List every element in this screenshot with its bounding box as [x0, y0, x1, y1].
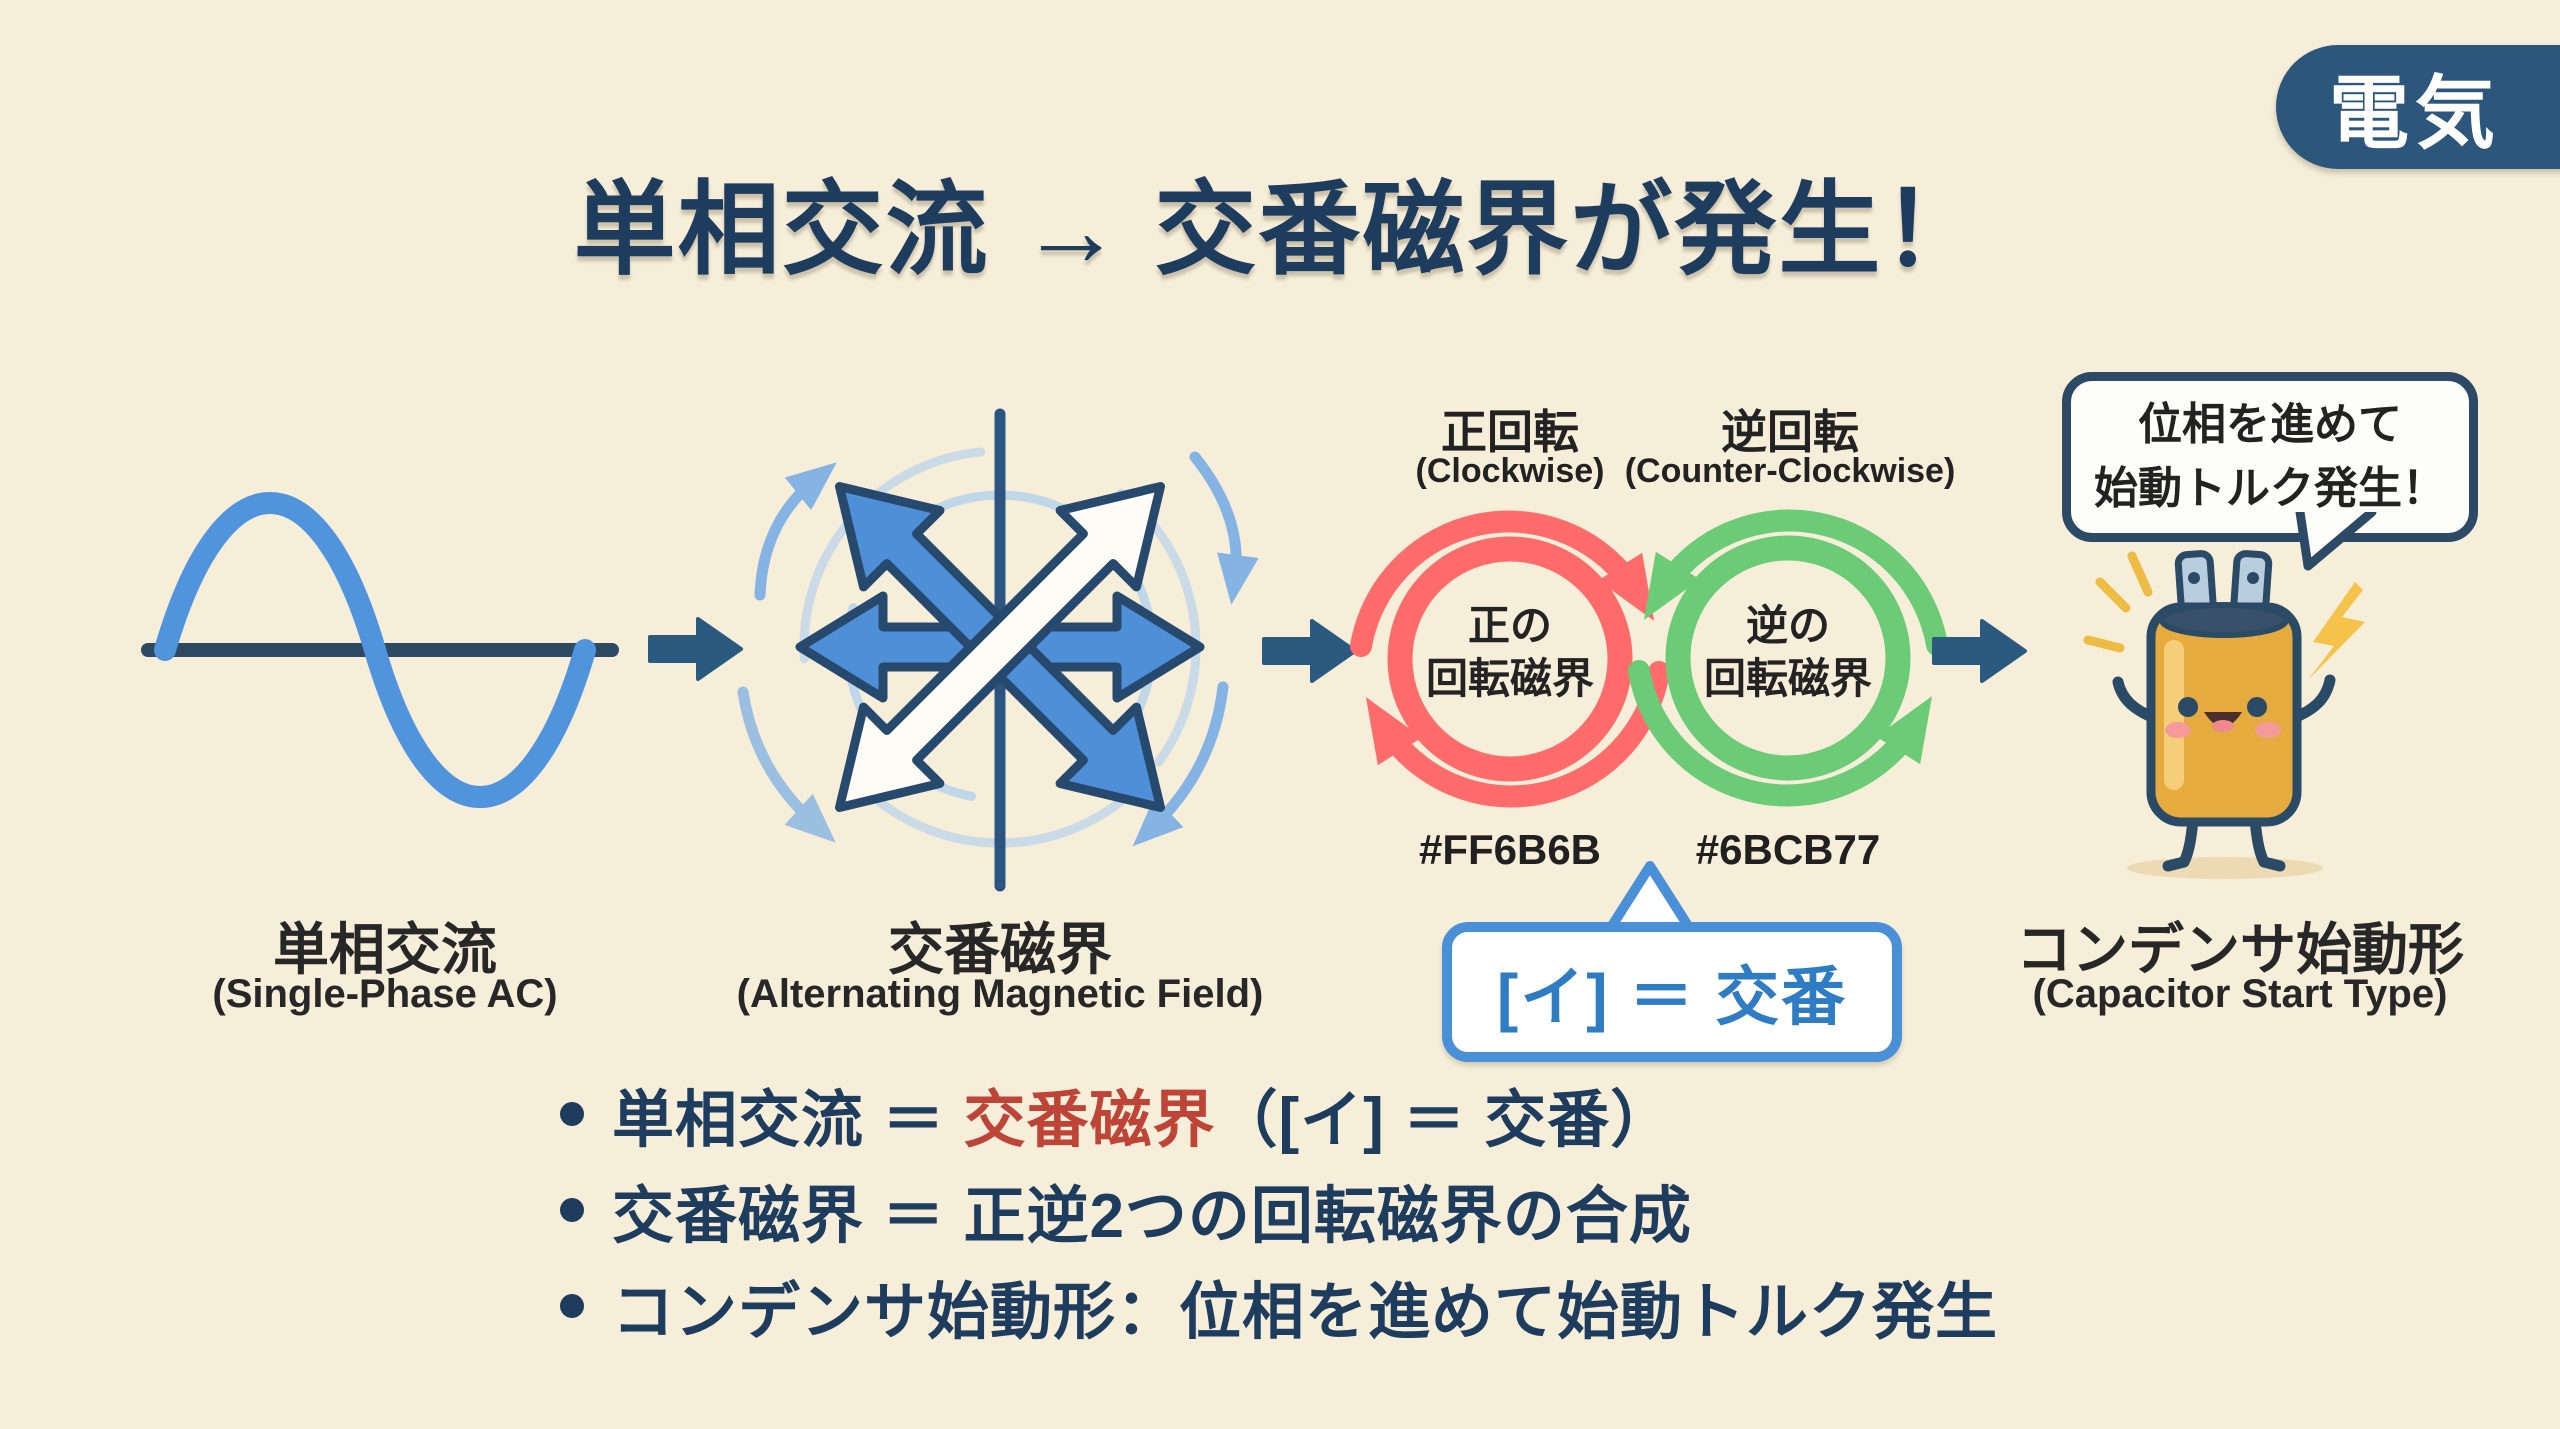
capacitor-label: コンデンサ始動形	[2016, 918, 2464, 981]
speech-bubble-tail-shape	[2295, 512, 2377, 571]
curved-arrow-bottom-left-icon	[737, 686, 836, 843]
curved-arrow-top-left-icon	[754, 462, 837, 601]
clockwise-rotation-icon	[1350, 510, 1670, 808]
sine-label: 単相交流	[273, 918, 497, 981]
diagonal-white-double-arrow	[834, 481, 1166, 813]
forward-rotation-circle	[1387, 536, 1633, 782]
speech-bubble: 位相を進めて 始動トルク発生！	[2062, 372, 2478, 542]
flow-arrow-icon	[648, 617, 743, 681]
forward-hex-label: #FF6B6B	[1418, 826, 1602, 873]
capacitor-highlight	[2164, 640, 2184, 790]
callout-box: [イ] ＝ 交番	[1442, 922, 1902, 1062]
reverse-inner-line2: 回転磁界	[1703, 654, 1872, 702]
sparkle-icon	[2083, 551, 2153, 653]
cross-label: 交番磁界	[888, 918, 1112, 981]
bullet-dot-icon	[560, 1102, 584, 1126]
bullet-text-1: 単相交流 ＝ 交番磁界（[イ] ＝ 交番）	[612, 1069, 1673, 1159]
page-title: 単相交流 → 交番磁界が発生！	[573, 173, 1987, 287]
speech-line2: 始動トルク発生！	[2094, 464, 2446, 513]
reverse-top-arrow	[1643, 509, 1948, 656]
callout-tail-shape	[1603, 861, 1697, 932]
lightning-icon	[2308, 582, 2365, 680]
counter-clockwise-rotation-icon	[1628, 509, 1948, 807]
reverse-bottom-arrow	[1628, 660, 1933, 807]
bullet-text-3: コンデンサ始動形：位相を進めて始動トルク発生	[612, 1278, 1999, 1347]
capacitor-top-disc	[2159, 602, 2289, 638]
callout-tail-icon	[1603, 861, 1697, 932]
flow-arrow-shape	[1262, 619, 1357, 683]
category-badge-label: 電気	[2329, 69, 2501, 158]
bullet-dot-icon	[560, 1294, 584, 1318]
bullet1-post: （[イ] ＝ 交番）	[1215, 1086, 1674, 1155]
forward-bottom-arrow	[1365, 661, 1670, 808]
forward-rotation-sublabel: (Clockwise)	[1415, 452, 1605, 490]
character-shadow	[2127, 857, 2323, 879]
bullet1-highlight: 交番磁界	[963, 1086, 1216, 1155]
cross-sublabel: (Alternating Magnetic Field)	[736, 972, 1264, 1016]
sine-wave-path	[154, 492, 596, 808]
speech-bubble-text: 位相を進めて 始動トルク発生！	[2094, 393, 2446, 521]
flow-arrow-icon	[1262, 619, 1357, 683]
forward-inner-line2: 回転磁界	[1425, 654, 1594, 702]
summary-list: 単相交流 ＝ 交番磁界（[イ] ＝ 交番） 交番磁界 ＝ 正逆2つの回転磁界の合…	[560, 1078, 1998, 1366]
alternating-field-icon	[737, 408, 1259, 892]
reverse-inner-line1: 逆の	[1745, 602, 1830, 649]
reverse-rotation-inner-text: 逆の 回転磁界	[1638, 600, 1938, 705]
list-item: コンデンサ始動形：位相を進めて始動トルク発生	[560, 1270, 1998, 1347]
speech-line1: 位相を進めて	[2138, 400, 2402, 450]
capacitor-sublabel: (Capacitor Start Type)	[2032, 972, 2448, 1016]
list-item: 交番磁界 ＝ 正逆2つの回転磁界の合成	[560, 1174, 1998, 1251]
curved-arrow-bottom-right-icon	[1132, 681, 1229, 847]
forward-rotation-inner-text: 正の 回転磁界	[1360, 600, 1660, 705]
bullet-dot-icon	[560, 1198, 584, 1222]
flow-arrow-shape	[1932, 619, 2027, 683]
reverse-hex-label: #6BCB77	[1695, 826, 1881, 873]
bullet1-pre: 単相交流 ＝	[612, 1086, 964, 1155]
forward-top-arrow	[1350, 510, 1655, 657]
bullet-text-2: 交番磁界 ＝ 正逆2つの回転磁界の合成	[612, 1182, 1692, 1251]
reverse-rotation-circle	[1665, 535, 1911, 781]
curved-arrow-top-right-icon	[1189, 451, 1259, 605]
category-badge: 電気	[2276, 45, 2560, 169]
callout-text: [イ] ＝ 交番	[1496, 961, 1848, 1033]
flow-arrow-icon	[1932, 619, 2027, 683]
list-item: 単相交流 ＝ 交番磁界（[イ] ＝ 交番）	[560, 1078, 1998, 1155]
reverse-rotation-sublabel: (Counter-Clockwise)	[1624, 452, 1956, 490]
reverse-rotation-label: 逆回転	[1721, 406, 1859, 458]
sine-sublabel: (Single-Phase AC)	[212, 972, 558, 1016]
capacitor-character-icon	[2083, 550, 2365, 879]
speech-bubble-tail-icon	[2295, 512, 2377, 571]
forward-inner-line1: 正の	[1467, 602, 1552, 649]
character-face	[2165, 697, 2281, 738]
sine-wave-icon	[141, 492, 619, 808]
forward-rotation-label: 正回転	[1441, 406, 1579, 458]
flow-arrow-shape	[648, 617, 743, 681]
